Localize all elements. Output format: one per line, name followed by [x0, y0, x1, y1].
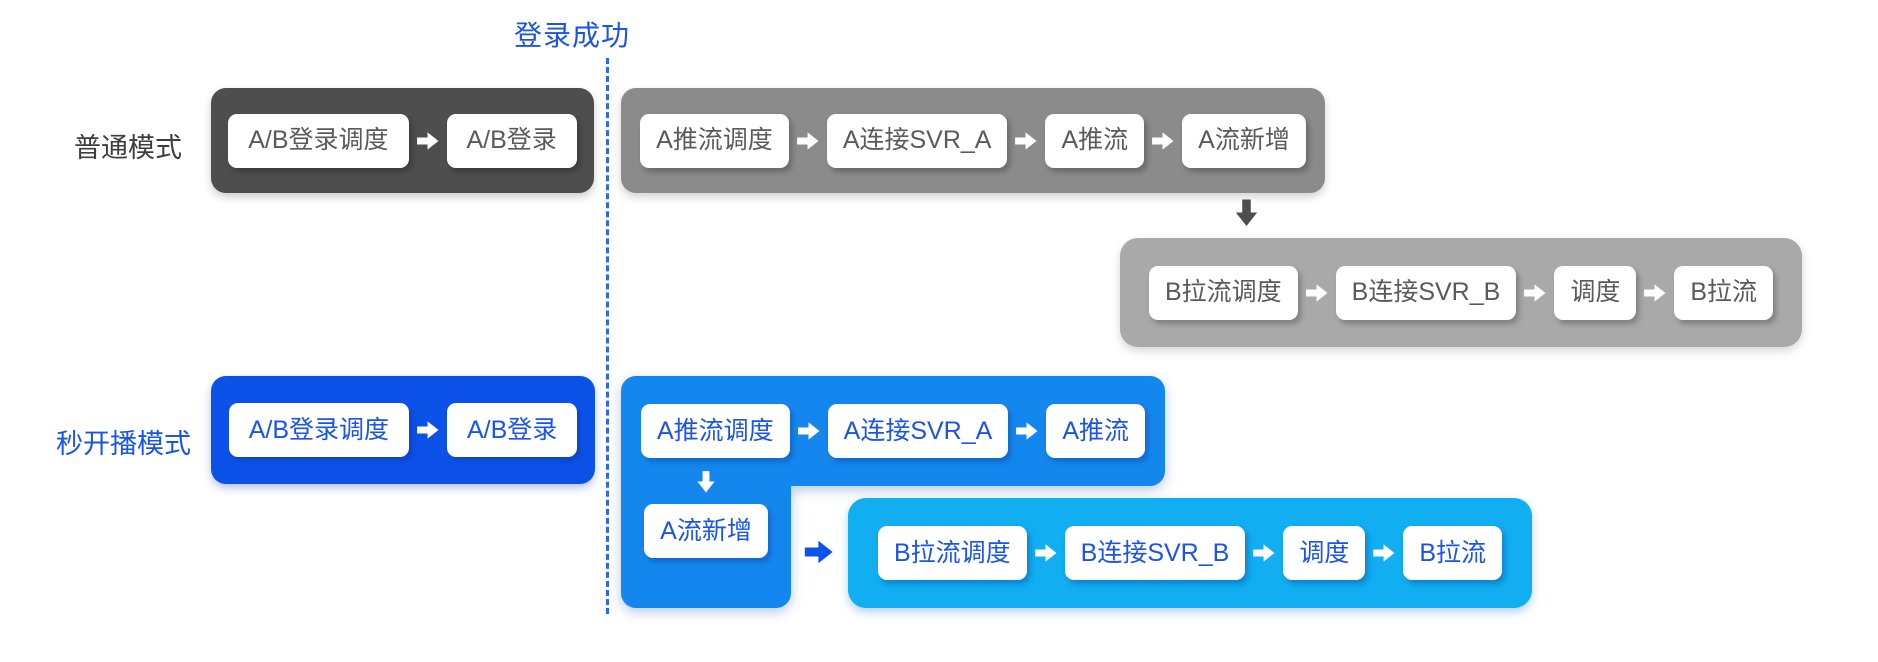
arrow-down-icon [695, 471, 717, 493]
step-box: A推流调度 [640, 113, 789, 168]
fast-push-shape: A推流调度 A连接SVR_A A推流 A流新增 [621, 376, 1165, 608]
step-box: 调度 [1554, 265, 1637, 320]
step-box: B拉流调度 [877, 526, 1027, 580]
step-box: A流新增 [1182, 113, 1306, 168]
arrow-down-icon [1233, 199, 1260, 226]
login-success-label: 登录成功 [514, 20, 631, 51]
arrow-right-icon [1373, 543, 1395, 563]
normal-mode-label: 普通模式 [74, 133, 182, 163]
arrow-right-icon [1152, 131, 1174, 151]
arrow-right-icon [1016, 421, 1038, 441]
arrow-right-icon [796, 131, 819, 151]
normal-login-group: A/B登录调度 A/B登录 [211, 88, 594, 193]
step-box: B拉流 [1403, 526, 1503, 580]
step-box: A/B登录调度 [228, 403, 409, 457]
step-box: A流新增 [644, 504, 768, 558]
step-box: A/B登录调度 [228, 113, 409, 168]
fast-login-group: A/B登录调度 A/B登录 [211, 376, 595, 484]
arrow-right-icon [1015, 131, 1037, 151]
fast-push-group: A推流调度 A连接SVR_A A推流 [621, 376, 1165, 486]
step-box: B连接SVR_B [1064, 526, 1246, 580]
normal-pull-group: B拉流调度 B连接SVR_B 调度 B拉流 [1120, 238, 1802, 347]
arrow-right-icon [1253, 543, 1275, 563]
step-box: A推流 [1046, 404, 1146, 458]
step-box: A推流 [1045, 113, 1145, 168]
arrow-right-icon [417, 420, 439, 440]
step-box: A连接SVR_A [826, 113, 1008, 168]
fast-new-stream-lobe: A流新增 [621, 468, 791, 608]
step-box: A推流调度 [640, 404, 790, 458]
arrow-right-icon [1524, 283, 1546, 303]
normal-push-group: A推流调度 A连接SVR_A A推流 A流新增 [621, 88, 1325, 193]
step-box: B连接SVR_B [1335, 265, 1517, 320]
arrow-right-icon [1034, 543, 1057, 563]
step-box: 调度 [1283, 526, 1366, 580]
fast-pull-group: B拉流调度 B连接SVR_B 调度 B拉流 [848, 498, 1532, 608]
arrow-right-icon [416, 131, 439, 151]
arrow-right-icon [797, 421, 820, 441]
step-box: B拉流 [1674, 265, 1774, 320]
step-box: A连接SVR_A [827, 404, 1009, 458]
login-success-divider-line [606, 58, 609, 614]
step-box: B拉流调度 [1148, 265, 1298, 320]
arrow-right-icon [804, 539, 834, 565]
step-box: A/B登录 [446, 113, 577, 168]
arrow-right-icon [1644, 283, 1666, 303]
fast-mode-label: 秒开播模式 [56, 429, 191, 459]
arrow-right-icon [1305, 283, 1328, 303]
step-box: A/B登录 [447, 403, 578, 457]
